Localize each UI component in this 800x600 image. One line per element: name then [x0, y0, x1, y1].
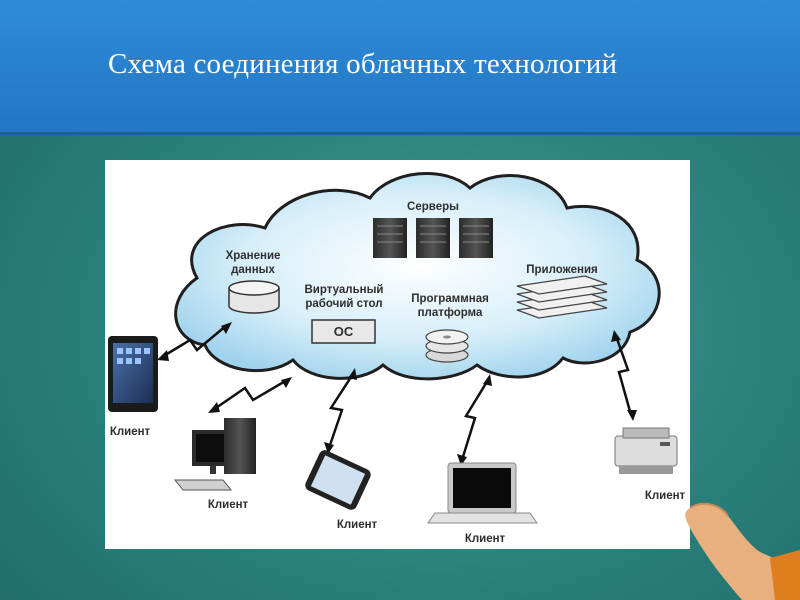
- arrow-printer: [614, 335, 633, 416]
- client-label-desktop: Клиент: [207, 499, 249, 511]
- os-box: [311, 319, 376, 344]
- applications-label: Приложения: [526, 264, 598, 276]
- servers-icon: [373, 218, 493, 258]
- client-label-printer: Клиент: [644, 490, 686, 502]
- arrow-heads: [157, 322, 637, 466]
- os-label: ОС: [333, 324, 354, 339]
- diagram-canvas: [108, 171, 678, 524]
- tablet-icon: [108, 336, 158, 412]
- applications-icon: [516, 275, 608, 319]
- laptop-icon: [427, 462, 538, 524]
- diagram-panel: Серверы Хранение данных Виртуальный рабо…: [105, 160, 690, 549]
- virtual-desktop-label: Виртуальный рабочий стол: [304, 284, 384, 310]
- arrow-desktop: [212, 378, 288, 412]
- platform-label: Программная платформа: [411, 293, 489, 319]
- pointing-hand-icon: [685, 502, 800, 600]
- platform-discs-icon: [425, 329, 469, 363]
- client-label-tablet: Клиент: [109, 426, 151, 438]
- printer-icon: [614, 427, 678, 474]
- slide-title: Схема соединения облачных технологий: [108, 48, 618, 80]
- desktop-computer-icon: [173, 418, 256, 491]
- cloud-shape: [174, 171, 661, 381]
- client-label-phone: Клиент: [336, 519, 378, 531]
- arrow-phone: [327, 373, 355, 449]
- servers-label: Серверы: [407, 201, 459, 213]
- arrow-laptop: [460, 379, 490, 461]
- smartphone-icon: [305, 450, 371, 510]
- title-bar: Схема соединения облачных технологий: [0, 0, 800, 135]
- connection-arrows: [161, 324, 633, 461]
- storage-label: Хранение данных: [225, 250, 281, 276]
- storage-icon: [228, 280, 280, 314]
- client-label-laptop: Клиент: [464, 533, 506, 545]
- arrow-tablet: [161, 324, 228, 359]
